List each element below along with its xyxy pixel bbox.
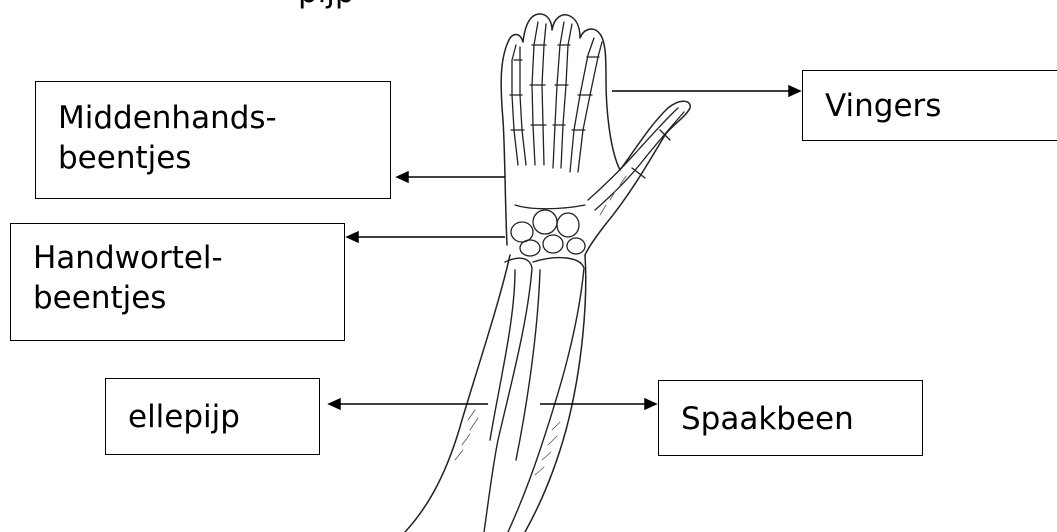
arm-outline-right: [525, 255, 586, 532]
label-spaakbeen: Spaakbeen: [658, 380, 923, 456]
arrowhead-ellepijp: [329, 399, 340, 409]
label-handwortelbeentjes: Handwortel- beentjes: [10, 223, 345, 341]
arrowhead-spaakbeen: [645, 399, 656, 409]
thumb-bones: [588, 108, 684, 210]
arm-outline-left: [405, 255, 510, 532]
label-vingers: Vingers: [802, 70, 1057, 141]
label-middenhandsbeentjes: Middenhands- beentjes: [35, 81, 391, 199]
finger-bones: [510, 22, 602, 172]
arrowhead-middenhands: [397, 172, 408, 182]
carpal-bones: [511, 205, 585, 256]
label-ellepijp: ellepijp: [105, 378, 320, 455]
arrowhead-handwortel: [347, 232, 358, 242]
arrowhead-vingers: [789, 86, 800, 96]
hand-outline: [501, 14, 690, 255]
shading: [455, 176, 626, 475]
